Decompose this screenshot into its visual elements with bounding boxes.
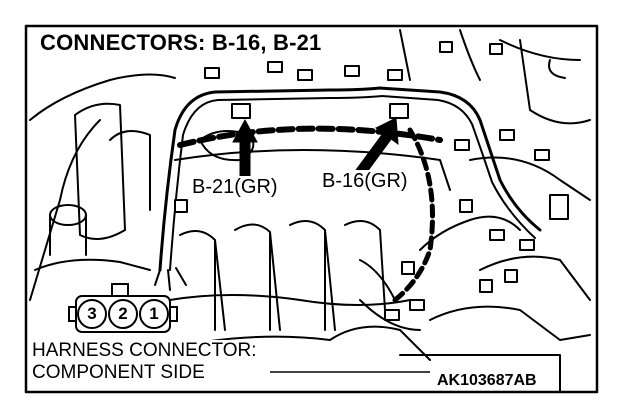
connector-b16-body xyxy=(389,103,409,119)
label-b16: B-16(GR) xyxy=(320,170,410,193)
valve-cover xyxy=(174,149,451,191)
connector-caption-line2: COMPONENT SIDE xyxy=(32,362,205,383)
arrow-b21 xyxy=(232,118,258,179)
diagram-title: CONNECTORS: B-16, B-21 xyxy=(36,30,326,56)
engine-block-outline xyxy=(29,73,176,121)
connector-caption: HARNESS CONNECTOR: COMPONENT SIDE xyxy=(32,340,261,384)
label-b21: B-21(GR) xyxy=(190,176,280,199)
pointer-arrows xyxy=(232,117,399,179)
figure-border xyxy=(24,24,599,394)
wiring-harness xyxy=(158,86,542,272)
connector-caption-line1: HARNESS CONNECTOR: xyxy=(32,340,257,361)
arrow-b16 xyxy=(355,117,399,177)
harness-connectors xyxy=(174,41,569,321)
connector-face-diagram xyxy=(68,283,178,333)
pin-label-1: 1 xyxy=(149,304,159,323)
figure-code: AK103687AB xyxy=(434,372,540,390)
pin-label-3: 3 xyxy=(87,304,97,323)
coolant-cap xyxy=(199,130,255,162)
connector-b21-body xyxy=(231,103,251,119)
pin-label-2: 2 xyxy=(118,304,128,323)
